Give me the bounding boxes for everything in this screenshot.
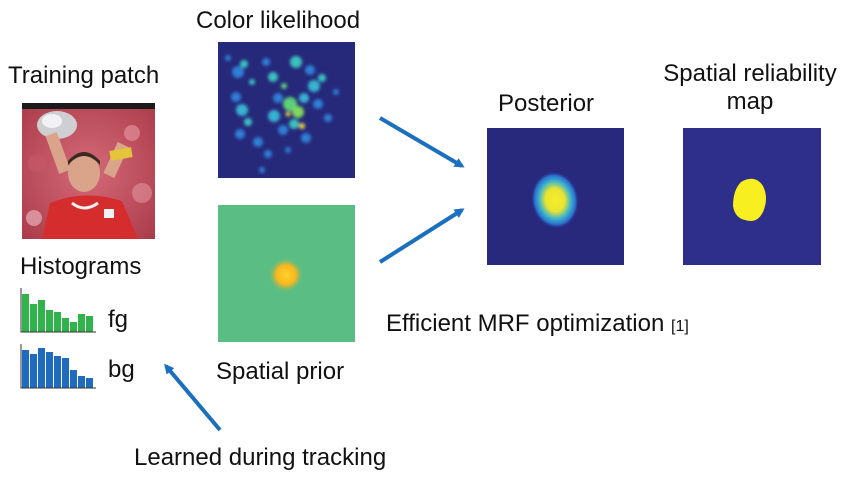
bg-histogram-bar [70, 370, 77, 388]
arrow-likelihood-to-posterior [378, 116, 465, 168]
color-likelihood-map [218, 42, 355, 178]
arrow-prior-to-posterior [378, 208, 465, 264]
bg-histogram-bar [30, 354, 37, 388]
fg-histogram [20, 288, 96, 333]
posterior-label: Posterior [498, 90, 595, 117]
bg-histogram-bar [38, 348, 45, 388]
fg-label: fg [108, 306, 129, 333]
fg-histogram-bar [70, 322, 77, 332]
spatial-reliability-label: Spatial reliability map [663, 60, 836, 115]
fg-histogram-bar [62, 318, 69, 332]
fg-histogram-bar [30, 304, 37, 332]
fg-histogram-bar [38, 300, 45, 332]
spatial-reliability-label-line1: Spatial reliability [663, 60, 837, 87]
bg-histogram-bar [46, 352, 53, 388]
learned-label: Learned during tracking [134, 444, 387, 471]
arrow-learned-to-histograms [164, 363, 222, 432]
bg-histogram-bar [78, 376, 85, 388]
fg-histogram-axis [20, 288, 96, 333]
bg-label: bg [108, 356, 135, 383]
mrf-text: Efficient MRF optimization [386, 310, 665, 337]
bg-histogram-bar [62, 358, 69, 388]
fg-histogram-bar [86, 316, 93, 332]
bg-histogram-axis [20, 344, 96, 389]
spatial-prior-map [218, 205, 355, 342]
mrf-label: Efficient MRF optimization [1] [386, 310, 689, 338]
fg-histogram-bar [22, 294, 29, 332]
bg-histogram-bar [22, 350, 29, 388]
bg-histogram [20, 344, 96, 389]
bg-histogram-bar [54, 356, 61, 388]
spatial-reliability-map [683, 128, 821, 265]
color-likelihood-label: Color likelihood [196, 7, 361, 34]
fg-histogram-bar [54, 312, 61, 332]
posterior-map [487, 128, 624, 265]
fg-histogram-bar [78, 314, 85, 332]
bg-histogram-bar [86, 378, 93, 388]
spatial-reliability-label-line2: map [726, 87, 774, 115]
mrf-reference: [1] [671, 318, 689, 335]
training-patch-label: Training patch [8, 62, 160, 89]
histograms-label: Histograms [20, 253, 142, 280]
spatial-prior-label: Spatial prior [216, 358, 345, 385]
fg-histogram-bar [46, 310, 53, 332]
training-patch-image [22, 103, 155, 239]
